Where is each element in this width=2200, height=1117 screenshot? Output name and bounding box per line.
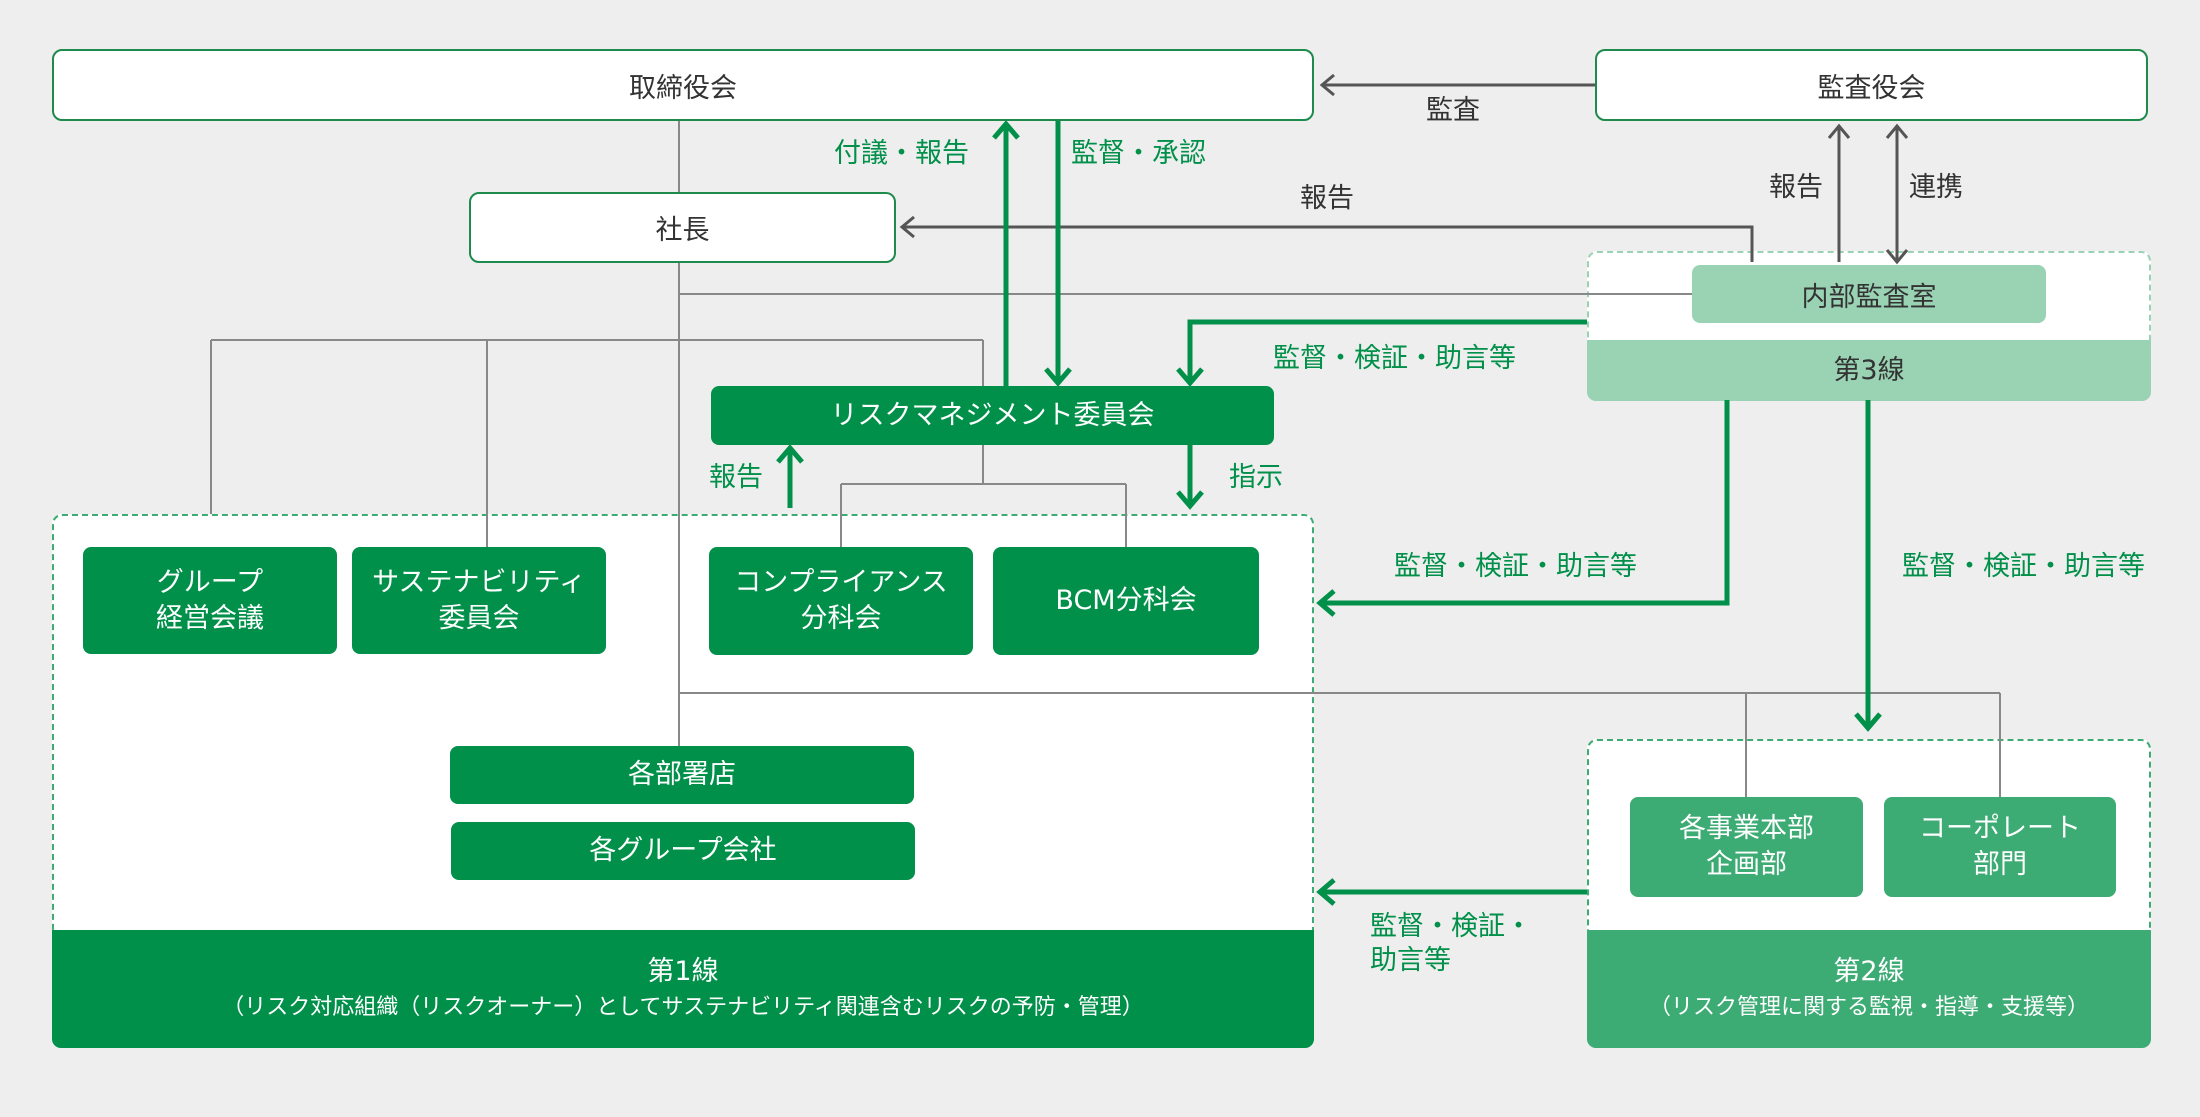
risk-management-committee[interactable]: リスクマネジメント委員会: [711, 386, 1274, 445]
third-to-second-head: [1854, 712, 1882, 732]
supervise-verify-advise-from-second-line1: 監督・検証・: [1370, 911, 1532, 942]
business-planning-departments[interactable]: 各事業本部 企画部: [1630, 797, 1863, 897]
risk-report-head: [776, 444, 804, 464]
instruction-label: 指示: [1229, 462, 1283, 493]
propose-report-label: 付議・報告: [834, 138, 969, 169]
group-companies-label: 各グループ会社: [589, 835, 777, 866]
business-planning-label-2: 企画部: [1706, 849, 1787, 880]
audit-board-label: 監査役会: [1817, 72, 1926, 104]
group-management-meeting[interactable]: グループ 経営会議: [83, 547, 337, 654]
sustainability-committee[interactable]: サステナビリティ 委員会: [352, 547, 606, 654]
second-line-title: 第2線: [1833, 956, 1905, 987]
third-line-band: 第3線: [1587, 340, 2151, 401]
president-label: 社長: [655, 215, 710, 246]
president[interactable]: 社長: [469, 192, 896, 263]
internal-audit-label: 内部監査室: [1801, 281, 1937, 313]
business-planning-label-1: 各事業本部: [1679, 813, 1814, 844]
third-to-risk-head: [1176, 367, 1204, 387]
board-label: 取締役会: [629, 72, 737, 104]
audit-and-supervisory-board[interactable]: 監査役会: [1595, 49, 2148, 121]
departments-and-branches[interactable]: 各部署店: [450, 746, 914, 804]
bcm-label: BCM分科会: [1055, 585, 1197, 616]
compliance-subcommittee[interactable]: コンプライアンス 分科会: [709, 547, 973, 655]
cooperation-head-top: [1885, 123, 1909, 139]
sustainability-label-1: サステナビリティ: [372, 566, 586, 598]
audit-arrow-head: [1319, 73, 1335, 97]
supervise-verify-advise-from-second-line2: 助言等: [1370, 945, 1451, 976]
report-president-head: [899, 215, 915, 239]
audit-label: 監査: [1426, 95, 1480, 126]
group-mgmt-label-2: 経営会議: [156, 602, 264, 634]
first-line-subtitle: （リスク対応組織（リスクオーナー）としてサステナビリティ関連含むリスクの予防・管…: [222, 995, 1144, 1020]
second-line-subtitle: （リスク管理に関する監視・指導・支援等）: [1648, 995, 2089, 1020]
supervise-verify-advise-from-second-label: 監督・検証・ 助言等: [1370, 910, 1532, 978]
board-of-directors[interactable]: 取締役会: [52, 49, 1314, 121]
propose-report-head: [992, 120, 1020, 140]
supervise-verify-advise-first-label: 監督・検証・助言等: [1394, 551, 1637, 582]
report-audit-board-head: [1827, 123, 1851, 139]
corporate-division[interactable]: コーポレート 部門: [1884, 797, 2116, 897]
first-line-band: 第1線 （リスク対応組織（リスクオーナー）としてサステナビリティ関連含むリスクの…: [52, 930, 1314, 1048]
corporate-label-2: 部門: [1973, 849, 2027, 880]
second-to-first-head: [1316, 878, 1336, 906]
risk-committee-label: リスクマネジメント委員会: [830, 399, 1155, 431]
report-to-president-label: 報告: [1300, 183, 1354, 214]
supervise-verify-advise-risk-label: 監督・検証・助言等: [1273, 343, 1516, 374]
departments-label: 各部署店: [628, 759, 736, 790]
supervise-verify-advise-second-label: 監督・検証・助言等: [1902, 551, 2145, 582]
group-mgmt-label-1: グループ: [156, 566, 264, 598]
supervise-approve-head: [1044, 367, 1072, 387]
internal-audit-office[interactable]: 内部監査室: [1692, 265, 2046, 323]
instruction-head: [1176, 490, 1204, 510]
third-to-first-head: [1316, 589, 1336, 617]
first-line-title: 第1線: [647, 956, 719, 987]
supervise-approve-label: 監督・承認: [1071, 138, 1206, 169]
second-line-band: 第2線 （リスク管理に関する監視・指導・支援等）: [1587, 930, 2151, 1048]
group-companies[interactable]: 各グループ会社: [451, 822, 915, 880]
bcm-subcommittee[interactable]: BCM分科会: [993, 547, 1259, 655]
compliance-label-1: コンプライアンス: [734, 567, 948, 598]
risk-report-label: 報告: [709, 462, 763, 493]
corporate-label-1: コーポレート: [1919, 813, 2081, 844]
cooperation-label: 連携: [1909, 172, 1963, 203]
third-line-title: 第3線: [1833, 354, 1905, 386]
sustainability-label-2: 委員会: [438, 602, 520, 634]
report-to-audit-board-label: 報告: [1769, 172, 1823, 203]
compliance-label-2: 分科会: [800, 603, 882, 634]
